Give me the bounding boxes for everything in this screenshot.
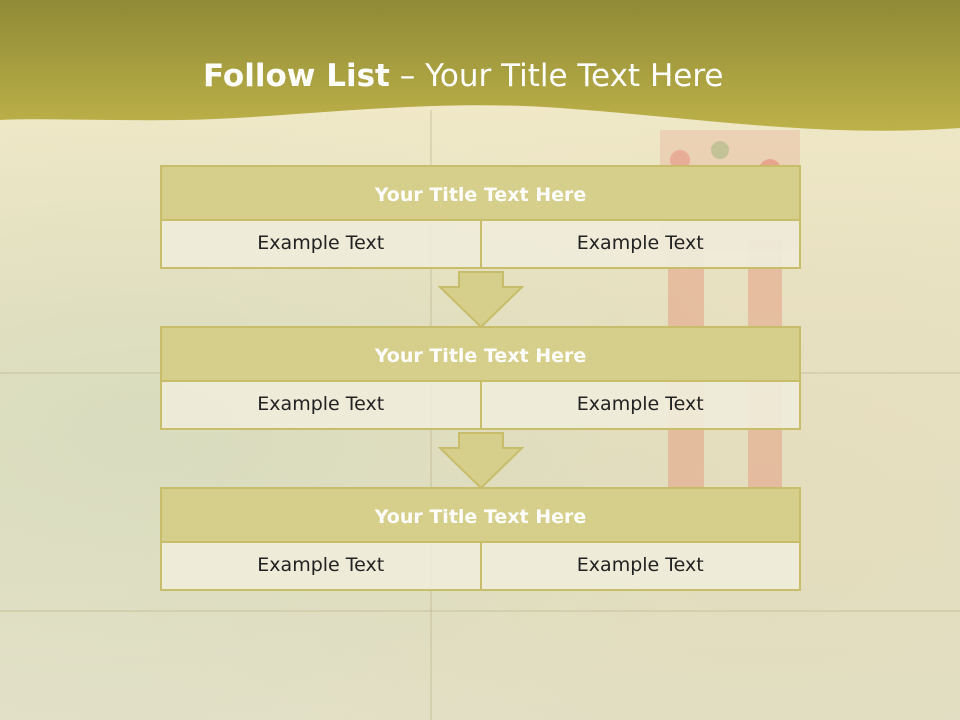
page-title: Follow List – Your Title Text Here xyxy=(203,54,723,98)
block-row: Example Text Example Text xyxy=(160,382,801,430)
block-title: Your Title Text Here xyxy=(160,165,801,221)
block-cell-left: Example Text xyxy=(160,543,482,591)
block-row: Example Text Example Text xyxy=(160,543,801,591)
block-title: Your Title Text Here xyxy=(160,487,801,543)
list-block-1: Your Title Text Here Example Text Exampl… xyxy=(160,165,801,269)
block-cell-left: Example Text xyxy=(160,382,482,430)
header-band xyxy=(0,0,960,131)
block-title: Your Title Text Here xyxy=(160,326,801,382)
down-arrow-icon xyxy=(438,271,524,329)
block-cell-left: Example Text xyxy=(160,221,482,269)
title-strong: Follow List xyxy=(203,58,390,94)
block-cell-right: Example Text xyxy=(481,382,801,430)
wall-seam xyxy=(0,610,960,612)
block-cell-right: Example Text xyxy=(481,221,801,269)
list-block-3: Your Title Text Here Example Text Exampl… xyxy=(160,487,801,591)
title-rest: – Your Title Text Here xyxy=(389,58,724,94)
list-block-2: Your Title Text Here Example Text Exampl… xyxy=(160,326,801,430)
block-row: Example Text Example Text xyxy=(160,221,801,269)
block-cell-right: Example Text xyxy=(481,543,801,591)
down-arrow-icon xyxy=(438,432,524,490)
